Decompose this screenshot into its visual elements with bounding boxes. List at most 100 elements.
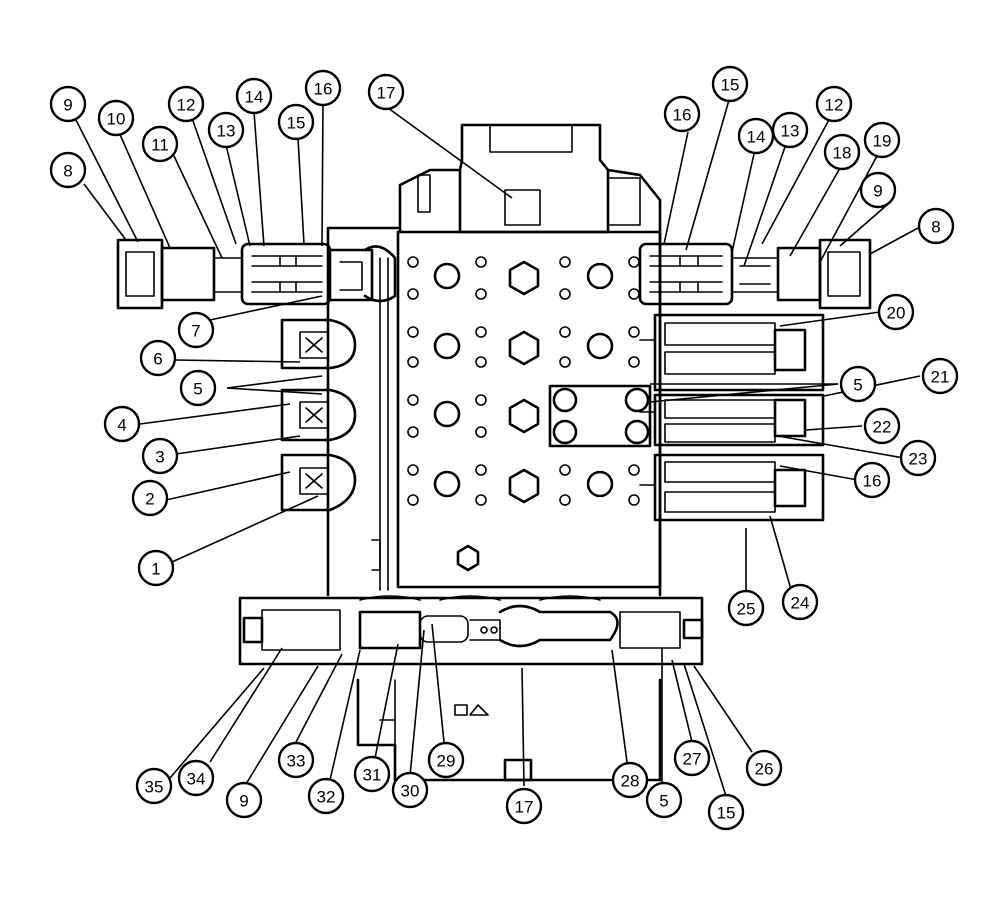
callout-circle (97, 99, 135, 137)
callout-label: 34 (187, 770, 206, 789)
callout-26: 26 (745, 749, 783, 787)
callout-circle (863, 121, 901, 159)
callout-17: 17 (505, 787, 543, 825)
callout-label: 32 (317, 788, 336, 807)
callout-label: 6 (153, 350, 162, 369)
callout-25: 25 (727, 589, 765, 627)
callout-label: 15 (287, 114, 306, 133)
callout-circle (179, 369, 217, 407)
callout-label: 2 (145, 490, 154, 509)
callout-27: 27 (673, 739, 711, 777)
callout-label: 11 (151, 136, 169, 155)
callout-label: 29 (437, 752, 456, 771)
callout-circle (353, 755, 391, 793)
callout-label: 9 (873, 182, 882, 201)
callout-circle (727, 589, 765, 627)
callout-30: 30 (391, 771, 429, 809)
callout-circle (141, 437, 179, 475)
callout-29: 29 (427, 741, 465, 779)
callout-20: 20 (877, 293, 915, 331)
callout-label: 31 (363, 766, 382, 785)
callout-3: 3 (141, 437, 179, 475)
callout-22: 22 (863, 407, 901, 445)
callout-9: 9 (225, 781, 263, 819)
callout-circle (307, 777, 345, 815)
callout-8: 8 (49, 151, 87, 189)
callout-label: 21 (931, 368, 950, 387)
callout-label: 14 (747, 128, 766, 147)
callout-circle (781, 583, 819, 621)
callout-label: 12 (825, 96, 844, 115)
callout-circle (645, 781, 683, 819)
callout-label: 5 (853, 376, 862, 395)
callout-circle (225, 781, 263, 819)
callout-circle (611, 761, 649, 799)
callout-label: 13 (217, 122, 236, 141)
callout-label: 27 (683, 750, 702, 769)
callout-1: 1 (137, 549, 175, 587)
callout-label: 25 (737, 600, 756, 619)
callout-10: 10 (97, 99, 135, 137)
callout-circle (899, 439, 937, 477)
callout-circle (823, 133, 861, 171)
callout-label: 9 (239, 792, 248, 811)
callout-21: 21 (921, 357, 959, 395)
callout-12: 12 (167, 85, 205, 123)
port-holes (433, 262, 650, 498)
callout-label: 12 (177, 96, 196, 115)
callout-label: 15 (717, 804, 736, 823)
callout-15: 15 (707, 793, 745, 831)
callout-16: 16 (853, 461, 891, 499)
callout-circle (167, 85, 205, 123)
callout-label: 35 (145, 778, 164, 797)
callout-circle (815, 85, 853, 123)
left-relief-valves (280, 318, 357, 512)
callout-circle (921, 357, 959, 395)
callout-11: 11 (141, 125, 179, 163)
callout-label: 22 (873, 418, 892, 437)
callout-33: 33 (277, 741, 315, 779)
hex-plugs (456, 260, 540, 572)
callout-label: 10 (107, 110, 126, 129)
callout-label: 1 (151, 560, 160, 579)
callout-28: 28 (611, 761, 649, 799)
callout-label: 33 (287, 752, 306, 771)
callout-label: 28 (621, 772, 640, 791)
right-top-end-assembly (638, 238, 872, 310)
callout-7: 7 (177, 311, 215, 349)
callout-9: 9 (859, 171, 897, 209)
callout-34: 34 (177, 759, 215, 797)
callout-circle (745, 749, 783, 787)
callout-14: 14 (737, 117, 775, 155)
callout-circle (367, 73, 405, 111)
callout-circle (177, 759, 215, 797)
callout-9: 9 (49, 85, 87, 123)
callout-31: 31 (353, 755, 391, 793)
callout-label: 24 (791, 594, 810, 613)
callout-circle (49, 151, 87, 189)
callout-label: 5 (193, 380, 202, 399)
callout-circle (917, 207, 955, 245)
callout-32: 32 (307, 777, 345, 815)
callout-6: 6 (139, 339, 177, 377)
callout-24: 24 (781, 583, 819, 621)
callout-5: 5 (839, 365, 877, 403)
callout-circle (863, 407, 901, 445)
callout-label: 7 (191, 322, 200, 341)
left-top-end-assembly (116, 238, 397, 310)
callout-circle (135, 767, 173, 805)
callout-circle (304, 69, 342, 107)
callout-label: 17 (515, 798, 534, 817)
callout-label: 16 (314, 80, 333, 99)
callout-13: 13 (207, 111, 245, 149)
callout-2: 2 (131, 479, 169, 517)
callout-circle (505, 787, 543, 825)
callout-label: 9 (63, 96, 72, 115)
callout-label: 15 (721, 76, 740, 95)
callout-8: 8 (917, 207, 955, 245)
callout-circle (859, 171, 897, 209)
callout-circle (711, 65, 749, 103)
bottom-relief-assembly (238, 595, 704, 666)
